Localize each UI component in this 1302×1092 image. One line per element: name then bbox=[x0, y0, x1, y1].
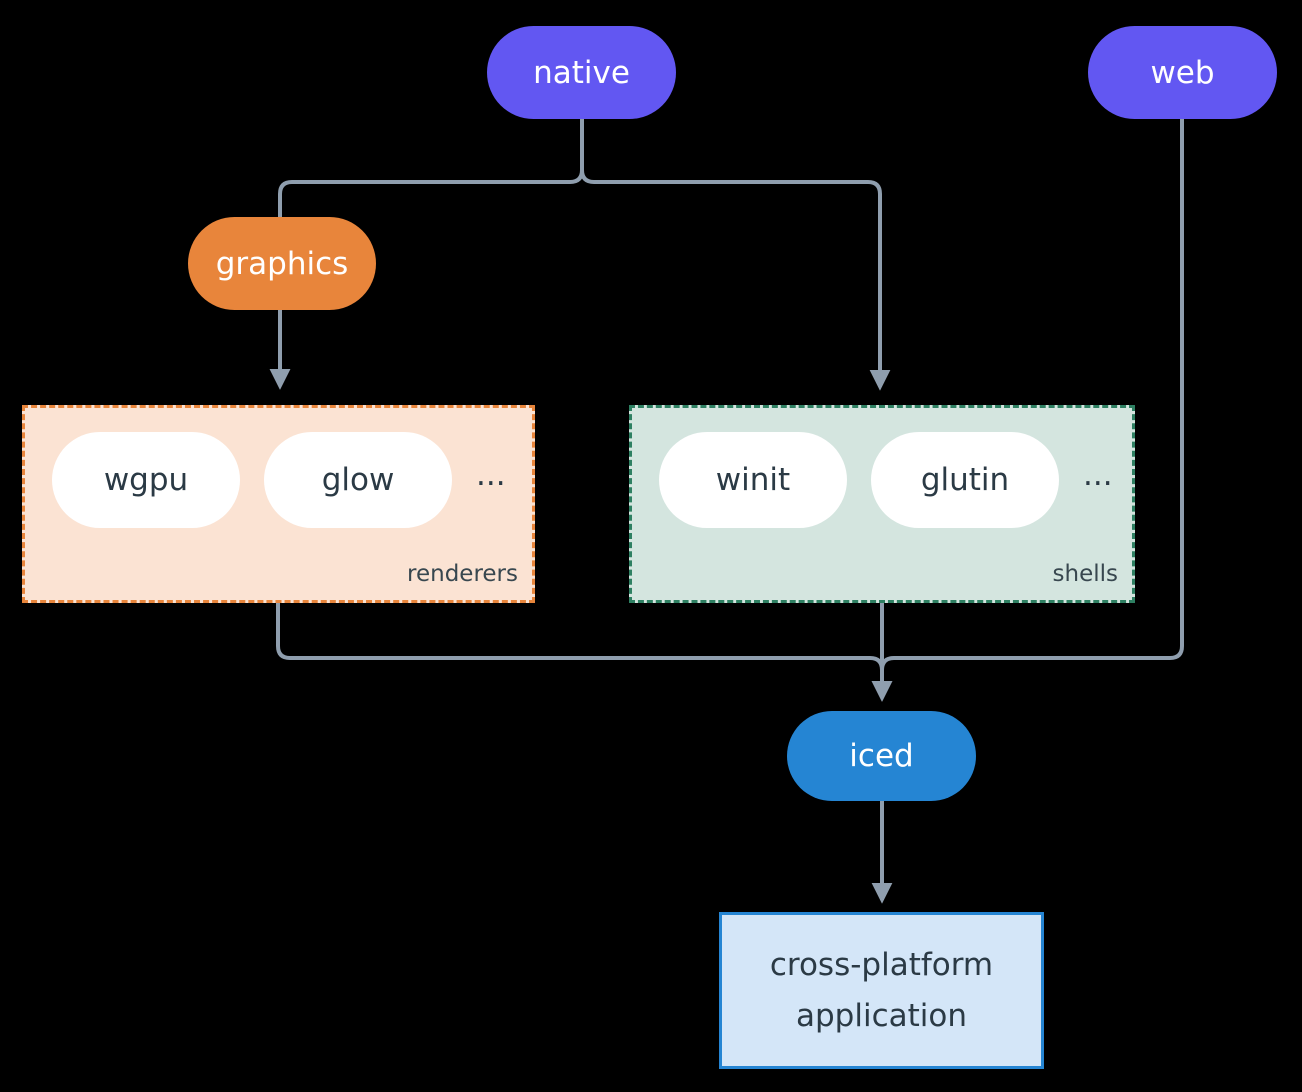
item-winit[interactable]: winit bbox=[659, 432, 847, 528]
item-glow-label: glow bbox=[321, 462, 395, 498]
node-iced-label: iced bbox=[849, 738, 914, 774]
group-shells-items: winit glutin ... bbox=[632, 408, 1113, 528]
node-graphics-label: graphics bbox=[215, 245, 349, 282]
node-web-label: web bbox=[1150, 54, 1215, 91]
node-native[interactable]: native bbox=[487, 26, 676, 119]
item-winit-label: winit bbox=[715, 462, 791, 498]
node-application[interactable]: cross-platform application bbox=[719, 912, 1044, 1069]
group-renderers-items: wgpu glow ... bbox=[25, 408, 506, 528]
edge-renderers-to-iced bbox=[276, 603, 893, 702]
node-iced[interactable]: iced bbox=[787, 711, 976, 801]
node-application-line1: cross-platform bbox=[769, 947, 994, 984]
item-wgpu-label: wgpu bbox=[103, 462, 189, 498]
shells-overflow-ellipsis: ... bbox=[1083, 456, 1113, 493]
item-glutin-label: glutin bbox=[920, 462, 1010, 498]
renderers-overflow-ellipsis: ... bbox=[476, 456, 506, 493]
group-renderers-label: renderers bbox=[407, 561, 518, 587]
node-graphics[interactable]: graphics bbox=[188, 217, 376, 310]
item-glow[interactable]: glow bbox=[264, 432, 452, 528]
node-native-label: native bbox=[533, 54, 630, 91]
group-shells-label: shells bbox=[1052, 561, 1118, 587]
item-glutin[interactable]: glutin bbox=[871, 432, 1059, 528]
node-web[interactable]: web bbox=[1088, 26, 1277, 119]
group-shells[interactable]: winit glutin ... shells bbox=[629, 405, 1135, 603]
item-wgpu[interactable]: wgpu bbox=[52, 432, 240, 528]
node-application-line2: application bbox=[796, 997, 967, 1034]
edge-native-to-shells bbox=[580, 119, 891, 391]
group-renderers[interactable]: wgpu glow ... renderers bbox=[22, 405, 535, 603]
